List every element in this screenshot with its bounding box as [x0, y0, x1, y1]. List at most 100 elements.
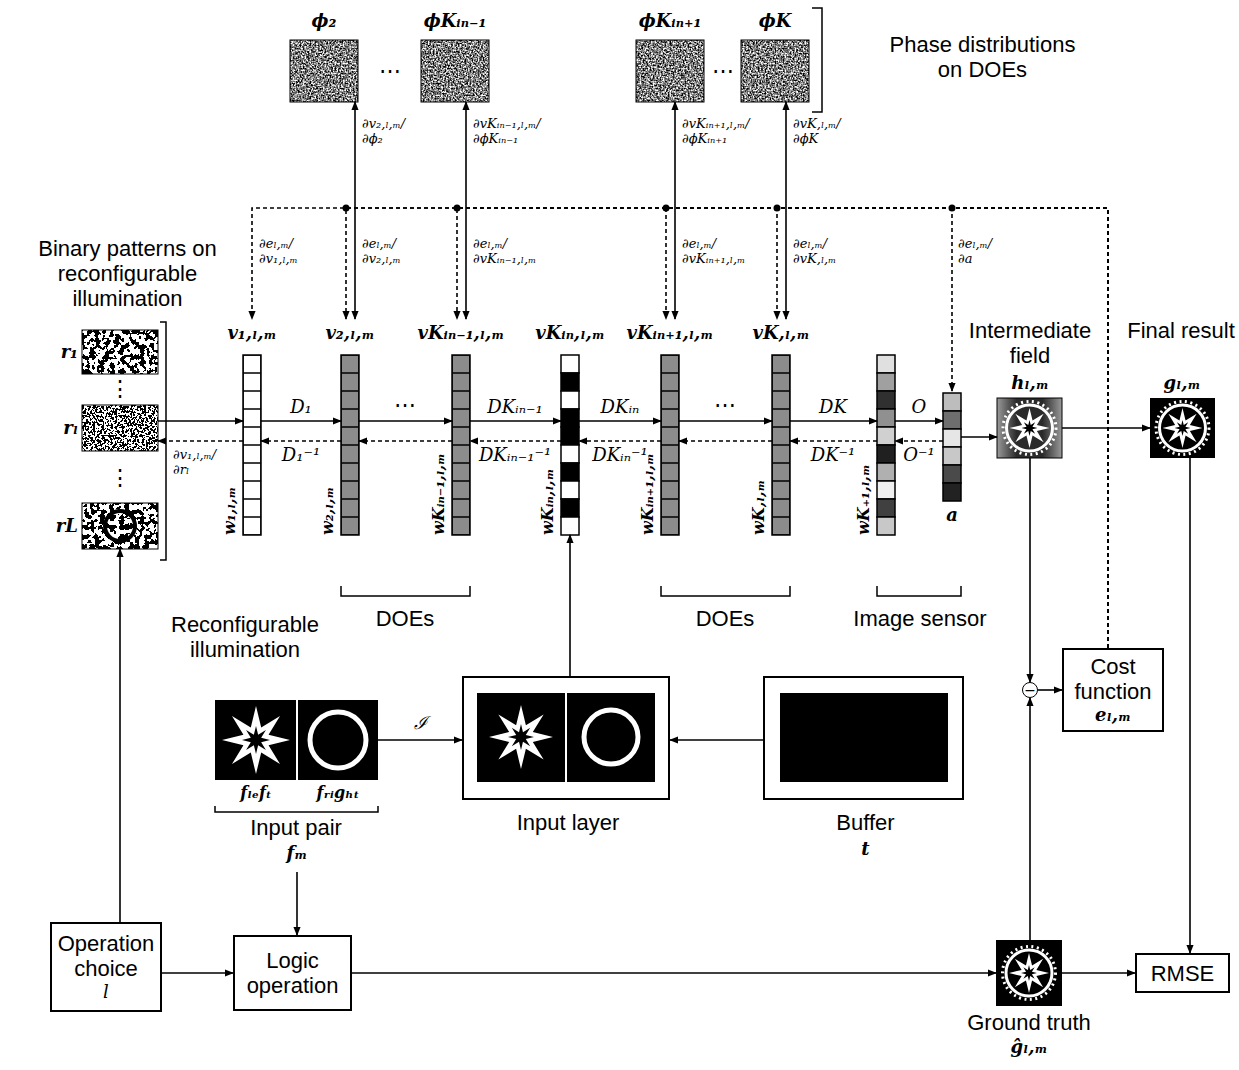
node-text: wKᵢₙ,ₗ,ₘ	[537, 469, 559, 535]
node-text: vKᵢₙ₋₁,ₗ,ₘ	[411, 322, 511, 344]
gradient-arrow	[346, 208, 1108, 648]
cell	[561, 391, 579, 409]
input-cells	[561, 355, 579, 535]
vector-cells	[661, 355, 679, 535]
signal-arrow	[470, 420, 561, 422]
edge-label: DKᵢₙ⁻¹	[592, 444, 648, 466]
signal-arrow	[1038, 689, 1062, 691]
node-text: ϕK	[725, 10, 825, 32]
star-figure	[242, 726, 270, 754]
cell	[561, 517, 579, 535]
cell	[561, 445, 579, 463]
signal-arrow	[785, 102, 787, 319]
signal-arrow	[1062, 972, 1135, 974]
gradient-arrow	[579, 440, 661, 442]
ring-figure	[310, 712, 366, 768]
input-pair-image	[215, 700, 378, 780]
cell	[943, 429, 961, 447]
node-text: rₗ	[28, 417, 78, 439]
node-text: w₁,ₗ,ₘ	[219, 487, 241, 535]
node-text: Ground truth	[949, 1010, 1109, 1035]
binary-pattern: rL	[82, 503, 158, 549]
binary-noise	[82, 405, 158, 451]
edge-label: ∂eₗ,ₘ/∂v₁,ₗ,ₘ	[258, 236, 299, 266]
signal-arrow	[679, 420, 772, 422]
signal-arrow	[352, 972, 996, 974]
cell	[877, 463, 895, 481]
gradient-arrow	[158, 440, 243, 442]
node-text: fᵣᵢgₕₜ	[297, 782, 379, 804]
cell	[877, 373, 895, 391]
node-text: Logic operation	[238, 948, 347, 998]
signal-arrow	[354, 102, 356, 319]
cell	[943, 465, 961, 483]
ellipsis: ⋮	[82, 376, 158, 401]
edge-label: DKᵢₙ₋₁⁻¹	[479, 444, 551, 466]
star-figure	[508, 724, 534, 750]
node-text: ϕKᵢₙ₋₁	[405, 10, 505, 32]
cell	[561, 463, 579, 481]
signal-arrow	[1062, 427, 1150, 429]
ring-figure	[584, 710, 638, 764]
image-border	[82, 405, 158, 451]
edge-label: DK⁻¹	[811, 444, 856, 466]
edge-label: ∂eₗ,ₘ/∂vKᵢₙ₊₁,ₗ,ₘ	[681, 236, 746, 266]
node-text: w₂,ₗ,ₘ	[317, 487, 339, 535]
signal-arrow	[162, 972, 233, 974]
binary-pattern: r₁	[82, 330, 158, 374]
vector-cells	[772, 355, 790, 535]
node-text: v₂,ₗ,ₘ	[300, 322, 400, 344]
signal-arrow	[1029, 458, 1031, 682]
node-text: fₗₑfₜ	[215, 782, 297, 804]
edge-label: ℐ	[414, 712, 427, 734]
edge-label: ∂vKᵢₙ₋₁,ₗ,ₘ/∂ϕKᵢₙ₋₁	[472, 116, 542, 146]
signal-arrow	[895, 420, 943, 422]
star-figure	[222, 706, 290, 774]
sensor-column: wK₊₁,ₗ,ₘ	[877, 355, 895, 535]
cell	[877, 355, 895, 373]
binary-patterns	[82, 330, 158, 549]
node-text: eₗ,ₘ	[1095, 704, 1131, 726]
cell	[561, 481, 579, 499]
signal-arrow	[1029, 698, 1031, 940]
gradient-arrow	[679, 440, 772, 442]
bracket	[661, 586, 790, 596]
group-title: Binary patterns on reconfigurable illumi…	[5, 236, 250, 311]
edge-label: O⁻¹	[903, 444, 934, 466]
node-text: −	[1024, 684, 1036, 696]
edge-label: ∂eₗ,ₘ/∂vKᵢₙ₋₁,ₗ,ₘ	[472, 236, 537, 266]
gradient-arrow	[457, 208, 1108, 648]
signal-arrow	[961, 436, 997, 438]
process-box: Cost functioneₗ,ₘ	[1062, 648, 1164, 732]
ellipsis: ⋯	[358, 58, 421, 83]
phase-mask: ϕK	[741, 40, 809, 102]
result-image	[1150, 398, 1215, 458]
gradient-arrow	[790, 440, 877, 442]
vector-cells	[243, 355, 261, 535]
cell	[877, 517, 895, 535]
edge-label: ∂v₂,ₗ,ₘ/∂ϕ₂	[361, 116, 406, 146]
cell	[943, 447, 961, 465]
ground-truth-image	[996, 940, 1062, 1006]
vector-column: vK,ₗ,ₘwK,ₗ,ₘ	[772, 355, 790, 535]
cell	[561, 427, 579, 445]
signal-arrow	[158, 420, 243, 422]
phase-mask: ϕKᵢₙ₋₁	[421, 40, 489, 102]
cell	[943, 483, 961, 501]
result-image: Final resultgₗ,ₘ	[1150, 398, 1215, 458]
node-text: vKᵢₙ₊₁,ₗ,ₘ	[620, 322, 720, 344]
node-text: ĝₗ,ₘ	[989, 1036, 1069, 1058]
divider	[565, 693, 567, 782]
edge-label: ∂eₗ,ₘ/∂v₂,ₗ,ₘ	[361, 236, 402, 266]
gradient-arrow	[470, 440, 561, 442]
compass-figure	[1003, 947, 1056, 1000]
node-text: t	[765, 838, 966, 860]
signal-arrow	[674, 102, 676, 319]
binary-noise	[82, 330, 158, 374]
phase-noise	[636, 40, 704, 102]
sensor-column: a	[943, 393, 961, 501]
edge-label: ∂v₁,ₗ,ₘ/∂rₗ	[172, 447, 217, 477]
cell	[561, 373, 579, 391]
node-text: r₁	[28, 341, 78, 363]
signal-arrow	[119, 549, 121, 922]
